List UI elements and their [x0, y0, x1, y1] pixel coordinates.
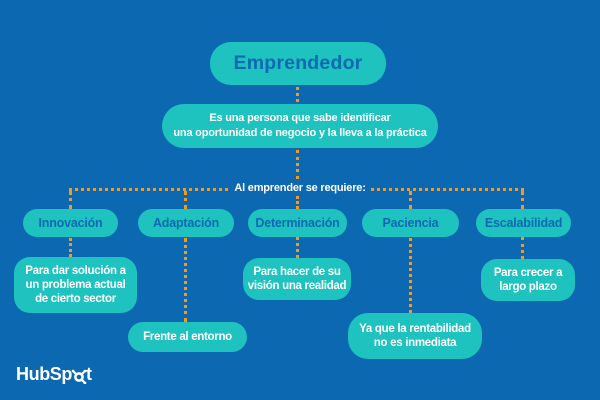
connector-detail-escalabilidad — [521, 237, 524, 259]
connector-drop-determinacion — [296, 196, 299, 209]
branch-label-text: Paciencia — [382, 216, 439, 230]
branch-label-text: Adaptación — [152, 216, 220, 230]
connector-detail-determinacion — [296, 237, 299, 258]
connector-detail-innovacion — [69, 238, 72, 257]
requirement-label: Al emprender se requiere: — [234, 182, 366, 194]
connector-detail-adaptacion — [184, 238, 187, 322]
connector-drop-escalabilidad — [521, 191, 524, 209]
hubspot-logo: HubSp t — [16, 364, 92, 384]
branch-detail-paciencia: Ya que la rentabilidad no es inmediata — [348, 313, 482, 359]
connector-drop-paciencia — [409, 191, 412, 209]
connector-drop-innovacion — [69, 191, 72, 209]
connector-rail-right — [371, 188, 524, 191]
branch-label-paciencia: Paciencia — [362, 209, 459, 237]
branch-label-text: Determinación — [255, 216, 340, 230]
root-title: Emprendedor — [233, 52, 363, 74]
detail-line: Para dar solución a — [25, 265, 126, 277]
definition-line-2: una oportunidad de negocio y la lleva a … — [173, 127, 427, 139]
branch-detail-escalabilidad: Para crecer a largo plazo — [481, 259, 575, 301]
definition-node: Es una persona que sabe identificar una … — [162, 104, 438, 148]
root-node: Emprendedor — [210, 42, 386, 85]
detail-line: Para hacer de su — [253, 266, 341, 278]
connector-detail-paciencia — [409, 238, 412, 313]
branch-label-escalabilidad: Escalabilidad — [476, 209, 571, 237]
detail-line: Ya que la rentabilidad — [359, 323, 471, 335]
detail-line: largo plazo — [499, 281, 557, 293]
branch-label-text: Innovación — [38, 216, 103, 230]
detail-line: Frente al entorno — [143, 331, 232, 343]
detail-line: visión una realidad — [247, 280, 347, 292]
branch-detail-innovacion: Para dar solución a un problema actual d… — [14, 257, 137, 313]
hubspot-sprocket-icon — [71, 364, 87, 384]
connector-drop-adaptacion — [184, 191, 187, 209]
connector-definition-label — [296, 150, 299, 179]
branch-detail-adaptacion: Frente al entorno — [128, 322, 247, 352]
hubspot-logo-text-left: HubSp — [16, 364, 72, 384]
definition-line-1: Es una persona que sabe identificar — [209, 112, 391, 124]
detail-line: de cierto sector — [35, 293, 116, 305]
branch-label-adaptacion: Adaptación — [138, 209, 234, 237]
detail-line: Para crecer a — [493, 267, 563, 279]
branch-label-innovacion: Innovación — [23, 209, 118, 237]
hubspot-logo-text-right: t — [86, 364, 92, 384]
branch-label-determinacion: Determinación — [248, 209, 347, 237]
branch-label-text: Escalabilidad — [484, 216, 563, 230]
branch-detail-determinacion: Para hacer de su visión una realidad — [243, 258, 351, 300]
detail-line: un problema actual — [25, 279, 126, 291]
connector-rail-left — [69, 188, 228, 191]
detail-line: no es inmediata — [373, 337, 457, 349]
connector-root-definition — [296, 87, 299, 102]
